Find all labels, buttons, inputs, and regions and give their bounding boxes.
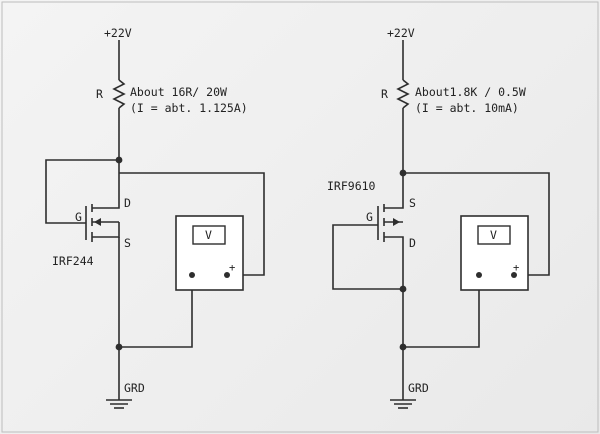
left-voltmeter-label: V	[205, 228, 212, 242]
right-mosfet-arrow	[393, 218, 400, 226]
right-meter-neg-terminal	[476, 272, 482, 278]
left-gate-drain-link	[45, 159, 119, 224]
right-part-label: IRF9610	[327, 179, 376, 193]
left-meter-negative-wire	[119, 275, 193, 348]
left-resistor-label: R	[96, 87, 103, 101]
right-drain-label: D	[409, 236, 416, 250]
left-voltmeter-display	[192, 225, 226, 245]
left-meter-pos-terminal	[224, 272, 230, 278]
left-drain-label: D	[124, 196, 131, 210]
left-gate-label: G	[75, 210, 82, 224]
right-resistor	[396, 79, 410, 109]
right-meter-negative-wire	[403, 275, 480, 348]
left-part-label: IRF244	[52, 254, 94, 268]
right-supply-label: +22V	[387, 26, 415, 40]
left-meter-positive-wire	[119, 172, 265, 276]
left-resistor	[112, 79, 126, 109]
right-meter-positive-wire	[403, 172, 550, 276]
right-gate-drain-link	[332, 224, 403, 290]
left-ground-label: GRD	[124, 381, 145, 395]
right-meter-pos-terminal	[511, 272, 517, 278]
left-meter-plus: +	[229, 262, 235, 274]
left-mosfet-arrow	[94, 218, 101, 226]
right-source-label: S	[409, 196, 416, 210]
right-voltmeter-label: V	[490, 228, 497, 242]
right-resistor-label: R	[381, 87, 388, 101]
left-source-label: S	[124, 236, 131, 250]
left-meter-neg-terminal	[189, 272, 195, 278]
right-gate-label: G	[366, 210, 373, 224]
right-meter-plus: +	[513, 262, 519, 274]
right-resistor-value: About1.8K / 0.5W	[415, 85, 526, 99]
right-current-label: (I = abt. 10mA)	[415, 101, 519, 115]
left-current-label: (I = abt. 1.125A)	[130, 101, 248, 115]
right-ground-label: GRD	[408, 381, 429, 395]
right-voltmeter-display	[477, 225, 511, 245]
left-resistor-value: About 16R/ 20W	[130, 85, 227, 99]
left-circuit: +22V R About 16R/ 20W (I = abt. 1.125A) …	[45, 26, 265, 409]
right-node-drain	[399, 285, 407, 293]
right-circuit: +22V R About1.8K / 0.5W (I = abt. 10mA) …	[327, 26, 550, 409]
left-supply-label: +22V	[104, 26, 132, 40]
